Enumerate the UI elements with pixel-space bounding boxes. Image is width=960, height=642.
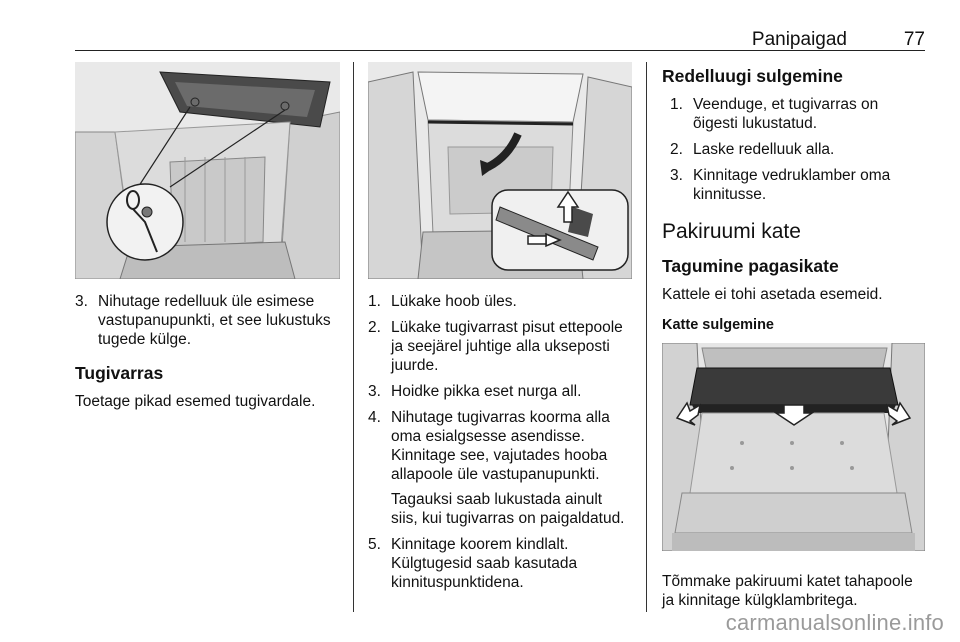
step-text: Kinnitage koorem kindlalt. Külgtugesid s… [391,536,578,591]
step-text: Hoidke pikka eset nurga all. [391,383,582,400]
body-text: Toetage pikad esemed tugivardale. [75,393,316,410]
list-item: 1. Veenduge, et tugivarras on õigesti lu… [670,95,927,133]
step-text: Kinnitage vedruklamber oma kinnitusse. [693,167,891,203]
step-number: 3. [670,167,683,184]
step-text: Lükake hoob üles. [391,293,517,310]
column-2-text: 1. Lükake hoob üles. 2. Lükake tugivarra… [368,292,632,599]
step-list: 1. Lükake hoob üles. 2. Lükake tugivarra… [368,292,632,592]
chapter-heading: Pakiruumi kate [662,220,801,243]
list-item: 3. Nihutage redelluuk üle esimese vastup… [75,292,340,349]
column-divider [353,62,354,612]
list-item: 1. Lükake hoob üles. [368,292,632,311]
list-item: 4. Nihutage tugivarras koorma alla oma e… [368,408,632,528]
page-number: 77 [903,29,925,50]
step-text: Nihutage redelluuk üle esimese vastupanu… [98,293,331,348]
list-item: 3. Kinnitage vedruklamber oma kinnitusse… [670,166,927,204]
step-text: Lükake tugivarrast pisut ettepoole ja se… [391,319,623,374]
step-note: Tagauksi saab lukustada ainult siis, kui… [391,491,625,527]
column-3-text: Redelluugi sulgemine 1. Veenduge, et tug… [662,66,927,333]
body-text: Kattele ei tohi asetada esemeid. [662,286,883,303]
minor-heading: Katte sulgemine [662,317,774,333]
list-item: 2. Lükake tugivarrast pisut ettepoole ja… [368,318,632,375]
sub-heading: Tagumine pagasikate [662,256,839,276]
ladder-hatch-illustration [75,62,340,279]
step-number: 1. [368,293,381,310]
list-item: 5. Kinnitage koorem kindlalt. Külgtugesi… [368,535,632,592]
step-number: 3. [75,293,88,310]
watermark: carmanualsonline.info [725,610,944,635]
figure-caption: Tõmmake pakiruumi katet tahapoole ja kin… [662,572,927,610]
step-number: 2. [670,141,683,158]
section-heading: Redelluugi sulgemine [662,66,843,86]
step-text: Veenduge, et tugivarras on õigesti lukus… [693,96,879,132]
section-title: Panipaigad [751,29,847,50]
section-heading: Tugivarras [75,363,164,383]
page-header: Panipaigad 77 [75,24,925,51]
step-number: 3. [368,383,381,400]
step-number: 4. [368,409,381,426]
support-bar-illustration [368,62,632,279]
column-1-text: 3. Nihutage redelluuk üle esimese vastup… [75,292,340,411]
cargo-cover-illustration [662,343,925,551]
list-item: 3. Hoidke pikka eset nurga all. [368,382,632,401]
step-text: Laske redelluuk alla. [693,141,835,158]
caption-text: Tõmmake pakiruumi katet tahapoole ja kin… [662,573,913,609]
step-number: 2. [368,319,381,336]
list-item: 2. Laske redelluuk alla. [670,140,927,159]
step-list: 1. Veenduge, et tugivarras on õigesti lu… [662,95,927,204]
step-list: 3. Nihutage redelluuk üle esimese vastup… [75,292,340,349]
step-text: Nihutage tugivarras koorma alla oma esia… [391,409,610,483]
step-number: 5. [368,536,381,553]
column-divider [646,62,647,612]
step-number: 1. [670,96,683,113]
